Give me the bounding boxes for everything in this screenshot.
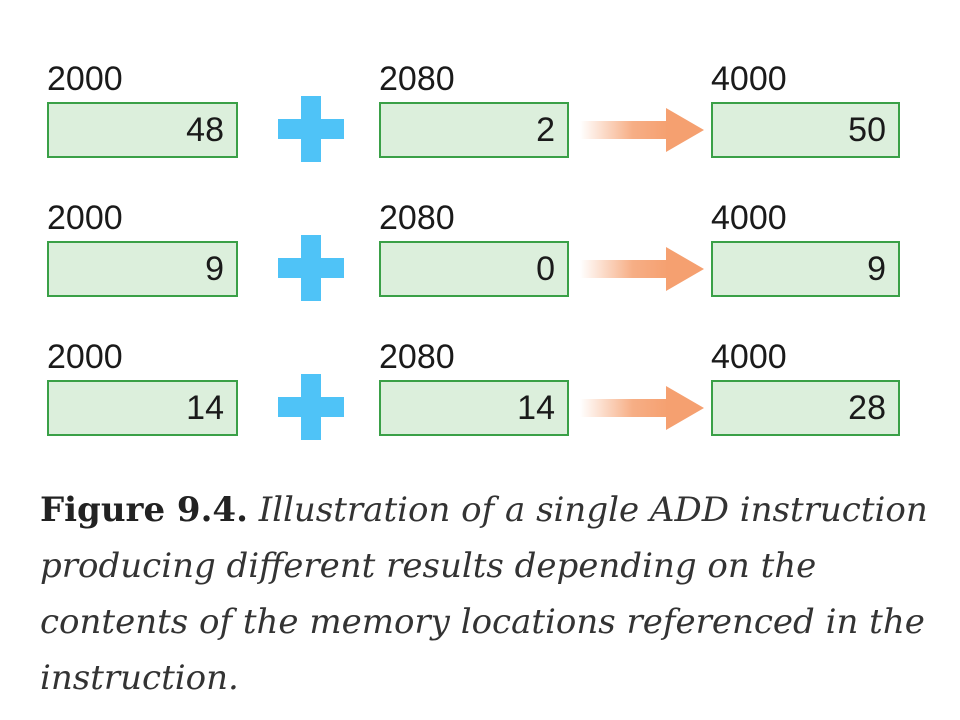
plus-icon — [278, 374, 344, 440]
result-cell: 28 — [711, 380, 900, 436]
operand2-address: 2080 — [379, 60, 455, 98]
operand2-cell: 14 — [379, 380, 569, 436]
add-instruction-diagram: 2000 48 2080 2 4000 50 2000 9 2080 0 — [0, 62, 960, 450]
result-address: 4000 — [711, 60, 787, 98]
result-cell: 50 — [711, 102, 900, 158]
arrow-right-icon — [580, 102, 710, 158]
example-row-2: 2000 9 2080 0 4000 9 — [0, 201, 960, 311]
result-cell: 9 — [711, 241, 900, 297]
figure-caption: Figure 9.4. Illustration of a single ADD… — [40, 482, 940, 706]
arrow-right-icon — [580, 380, 710, 436]
operand1-cell: 9 — [47, 241, 238, 297]
plus-icon — [278, 235, 344, 301]
result-address: 4000 — [711, 199, 787, 237]
plus-icon — [278, 96, 344, 162]
operand1-cell: 14 — [47, 380, 238, 436]
operand2-address: 2080 — [379, 199, 455, 237]
figure-label: Figure 9.4. — [40, 490, 248, 530]
operand1-address: 2000 — [47, 199, 123, 237]
operand1-address: 2000 — [47, 338, 123, 376]
operand1-address: 2000 — [47, 60, 123, 98]
operand2-cell: 0 — [379, 241, 569, 297]
result-address: 4000 — [711, 338, 787, 376]
example-row-1: 2000 48 2080 2 4000 50 — [0, 62, 960, 172]
example-row-3: 2000 14 2080 14 4000 28 — [0, 340, 960, 450]
operand2-cell: 2 — [379, 102, 569, 158]
arrow-right-icon — [580, 241, 710, 297]
operand1-cell: 48 — [47, 102, 238, 158]
operand2-address: 2080 — [379, 338, 455, 376]
figure-caption-text: Illustration of a single ADD instruction… — [40, 490, 928, 698]
